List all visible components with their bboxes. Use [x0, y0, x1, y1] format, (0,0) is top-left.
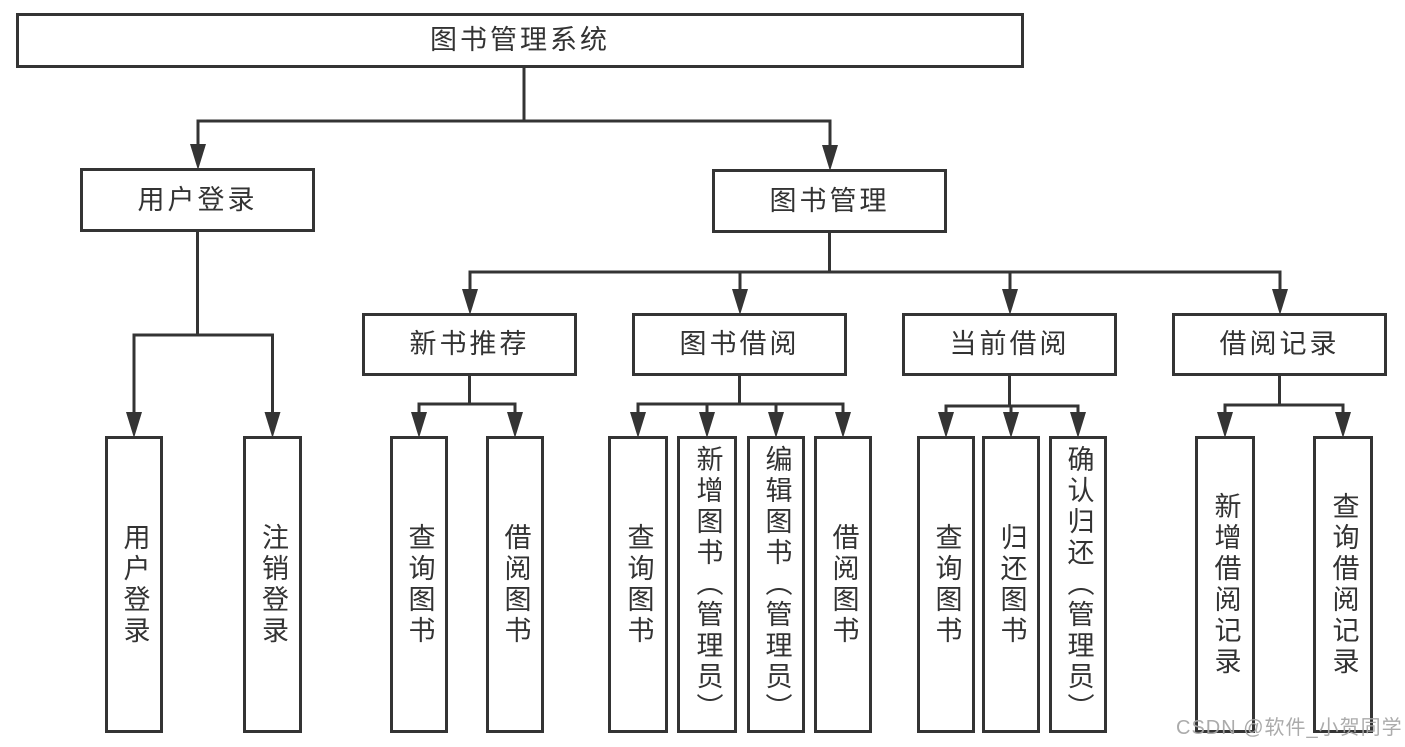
arrow-to-leaf-nbr-borrow — [507, 412, 523, 438]
arrow-to-user-login — [190, 144, 206, 170]
connector-lines — [132, 68, 1345, 418]
leaf-br-query-record: 查询借阅记录 — [1313, 436, 1373, 733]
arrow-to-leaf-br-add — [1217, 412, 1233, 438]
leaf-br-add-record: 新增借阅记录 — [1195, 436, 1255, 733]
node-user-login: 用户登录 — [80, 168, 315, 232]
node-book-borrowing-label: 图书借阅 — [679, 329, 800, 359]
leaf-nbr-borrow-books: 借阅图书 — [486, 436, 544, 733]
node-new-book-recommendation: 新书推荐 — [362, 313, 577, 376]
arrow-to-borrowing-records — [1272, 289, 1288, 315]
connector-borrowing-to-leaves — [636, 376, 845, 418]
node-user-login-label: 用户登录 — [137, 184, 258, 215]
node-book-management-label: 图书管理 — [769, 185, 890, 216]
leaf-bb-add-books: 新增图书（管理员） — [677, 436, 737, 733]
csdn-watermark: CSDN @软件_小贺同学 — [1176, 717, 1403, 739]
leaf-cb-return-books-label: 归还图书 — [996, 522, 1027, 647]
leaf-bb-borrow-books-label: 借阅图书 — [828, 522, 859, 647]
arrow-to-current-borrowing — [1002, 289, 1018, 315]
leaf-nbr-borrow-books-label: 借阅图书 — [500, 522, 531, 647]
leaf-cb-query-books: 查询图书 — [917, 436, 975, 733]
arrow-to-leaf-cb-return — [1003, 412, 1019, 438]
leaf-cb-query-books-label: 查询图书 — [931, 522, 962, 647]
node-borrowing-records-label: 借阅记录 — [1219, 329, 1340, 359]
leaf-bb-edit-books-label: 编辑图书（管理员） — [761, 445, 792, 724]
node-library-management-system: 图书管理系统 — [16, 13, 1024, 68]
arrow-to-leaf-cb-confirm — [1070, 412, 1086, 438]
leaf-bb-add-books-label: 新增图书（管理员） — [692, 445, 723, 724]
node-library-management-system-label: 图书管理系统 — [430, 25, 610, 55]
node-borrowing-records: 借阅记录 — [1172, 313, 1387, 376]
leaf-logout-label: 注销登录 — [258, 522, 288, 647]
arrowheads — [126, 144, 1351, 438]
leaf-user-login: 用户登录 — [105, 436, 163, 733]
arrow-to-leaf-bb-edit — [768, 412, 784, 438]
arrow-to-leaf-bb-add — [699, 412, 715, 438]
arrow-to-new-book-recommendation — [462, 289, 478, 315]
leaf-bb-query-books-label: 查询图书 — [623, 522, 654, 647]
leaf-logout: 注销登录 — [243, 436, 302, 733]
node-current-borrowing: 当前借阅 — [902, 313, 1117, 376]
arrow-to-leaf-nbr-query — [411, 412, 427, 438]
leaf-user-login-label: 用户登录 — [119, 522, 150, 647]
connector-userlogin-to-leaves — [132, 232, 274, 418]
arrow-to-leaf-logout — [264, 412, 281, 438]
arrow-to-leaf-cb-query — [938, 412, 954, 438]
node-book-borrowing: 图书借阅 — [632, 313, 847, 376]
node-new-book-recommendation-label: 新书推荐 — [409, 329, 530, 359]
arrow-to-book-borrowing — [732, 289, 748, 315]
leaf-br-add-record-label: 新增借阅记录 — [1210, 491, 1241, 678]
connector-records-to-leaves — [1223, 376, 1345, 418]
leaf-nbr-query-books-label: 查询图书 — [404, 522, 435, 647]
leaf-bb-edit-books: 编辑图书（管理员） — [747, 436, 805, 733]
leaf-br-query-record-label: 查询借阅记录 — [1328, 491, 1359, 678]
arrow-to-book-management — [822, 145, 838, 171]
leaf-cb-return-books: 归还图书 — [982, 436, 1040, 733]
arrow-to-leaf-bb-borrow — [835, 412, 851, 438]
leaf-bb-borrow-books: 借阅图书 — [814, 436, 872, 733]
connector-current-to-leaves — [944, 376, 1080, 418]
leaf-cb-confirm-return-label: 确认归还（管理员） — [1063, 445, 1094, 724]
node-book-management: 图书管理 — [712, 169, 947, 233]
node-current-borrowing-label: 当前借阅 — [949, 329, 1070, 359]
arrow-to-leaf-br-query — [1335, 412, 1351, 438]
arrow-to-leaf-user-login — [126, 412, 142, 438]
connector-newbook-to-leaves — [417, 376, 517, 418]
connector-bookmgmt-to-level3 — [468, 233, 1282, 295]
leaf-bb-query-books: 查询图书 — [608, 436, 668, 733]
leaf-cb-confirm-return: 确认归还（管理员） — [1049, 436, 1107, 733]
connector-root-to-level2 — [196, 68, 832, 151]
arrow-to-leaf-bb-query — [630, 412, 646, 438]
leaf-nbr-query-books: 查询图书 — [390, 436, 448, 733]
